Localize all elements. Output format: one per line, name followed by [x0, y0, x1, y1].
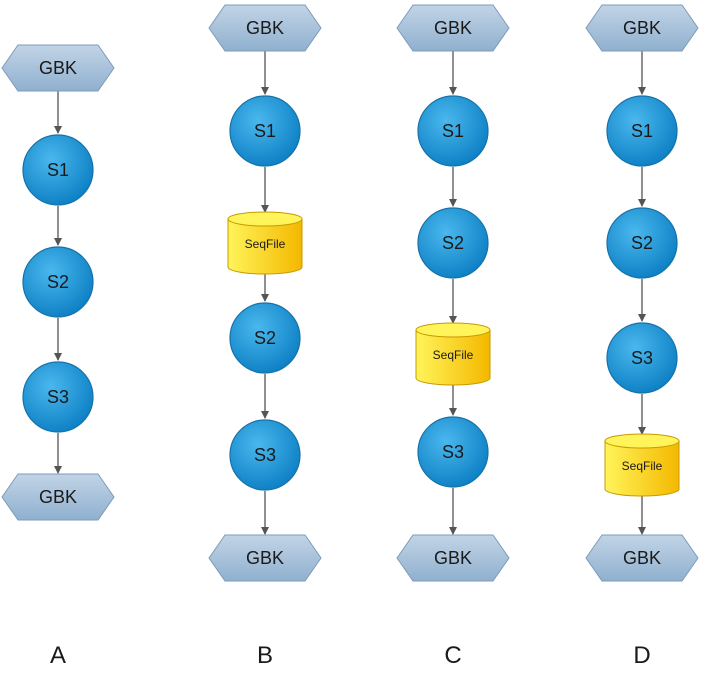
- column-label: D: [633, 642, 650, 669]
- step-circle-shape: [417, 95, 489, 167]
- seqfile-cylinder-top: [604, 433, 680, 449]
- seqfile-cylinder-body: [415, 329, 491, 386]
- step-label: S3: [47, 387, 69, 407]
- seqfile-label: SeqFile: [433, 348, 474, 362]
- step-circle-shape: [606, 207, 678, 279]
- hexagon-node: GBK: [396, 534, 510, 582]
- seqfile-cylinder-body: [227, 218, 303, 275]
- gbk-hexagon-shape: [208, 4, 322, 52]
- gbk-label: GBK: [434, 548, 472, 568]
- hexagon-node: GBK: [1, 473, 115, 521]
- seqfile-label: SeqFile: [622, 459, 663, 473]
- gbk-label: GBK: [623, 18, 661, 38]
- step-label: S3: [442, 442, 464, 462]
- step-label: S2: [442, 233, 464, 253]
- hexagon-node: GBK: [396, 4, 510, 52]
- step-circle-shape: [22, 361, 94, 433]
- circle-node: S3: [22, 361, 94, 433]
- cylinder-node: SeqFile: [415, 322, 491, 386]
- seqfile-cylinder-body: [604, 440, 680, 497]
- seqfile-label: SeqFile: [245, 237, 286, 251]
- column-label: A: [50, 642, 66, 669]
- gbk-hexagon-shape: [396, 534, 510, 582]
- cylinder-node: SeqFile: [604, 433, 680, 497]
- gbk-label: GBK: [434, 18, 472, 38]
- hexagon-node: GBK: [585, 534, 699, 582]
- gbk-label: GBK: [246, 18, 284, 38]
- step-label: S3: [631, 348, 653, 368]
- step-circle-shape: [417, 416, 489, 488]
- gbk-label: GBK: [246, 548, 284, 568]
- step-circle-shape: [229, 419, 301, 491]
- step-circle-shape: [606, 95, 678, 167]
- gbk-hexagon-shape: [208, 534, 322, 582]
- hexagon-node: GBK: [208, 534, 322, 582]
- column-label: B: [257, 642, 273, 669]
- step-circle-shape: [22, 134, 94, 206]
- cylinder-node: SeqFile: [227, 211, 303, 275]
- circle-node: S1: [606, 95, 678, 167]
- gbk-hexagon-shape: [1, 473, 115, 521]
- step-label: S1: [47, 160, 69, 180]
- step-circle-shape: [417, 207, 489, 279]
- gbk-label: GBK: [39, 487, 77, 507]
- step-label: S3: [254, 445, 276, 465]
- step-label: S1: [631, 121, 653, 141]
- hexagon-node: GBK: [208, 4, 322, 52]
- circle-node: S2: [22, 246, 94, 318]
- gbk-hexagon-shape: [396, 4, 510, 52]
- step-label: S1: [254, 121, 276, 141]
- step-circle-shape: [229, 95, 301, 167]
- step-circle-shape: [606, 322, 678, 394]
- hexagon-node: GBK: [1, 44, 115, 92]
- circle-node: S3: [606, 322, 678, 394]
- circle-node: S1: [22, 134, 94, 206]
- step-label: S2: [47, 272, 69, 292]
- circle-node: S1: [229, 95, 301, 167]
- gbk-label: GBK: [39, 58, 77, 78]
- seqfile-cylinder-top: [227, 211, 303, 227]
- step-label: S2: [254, 328, 276, 348]
- step-circle-shape: [229, 302, 301, 374]
- step-label: S1: [442, 121, 464, 141]
- hexagon-node: GBK: [585, 4, 699, 52]
- circle-node: S2: [417, 207, 489, 279]
- gbk-hexagon-shape: [585, 4, 699, 52]
- column-label: C: [444, 642, 461, 669]
- gbk-label: GBK: [623, 548, 661, 568]
- circle-node: S2: [606, 207, 678, 279]
- circle-node: S2: [229, 302, 301, 374]
- gbk-hexagon-shape: [1, 44, 115, 92]
- gbk-hexagon-shape: [585, 534, 699, 582]
- circle-node: S3: [417, 416, 489, 488]
- circle-node: S3: [229, 419, 301, 491]
- step-label: S2: [631, 233, 653, 253]
- seqfile-cylinder-top: [415, 322, 491, 338]
- circle-node: S1: [417, 95, 489, 167]
- step-circle-shape: [22, 246, 94, 318]
